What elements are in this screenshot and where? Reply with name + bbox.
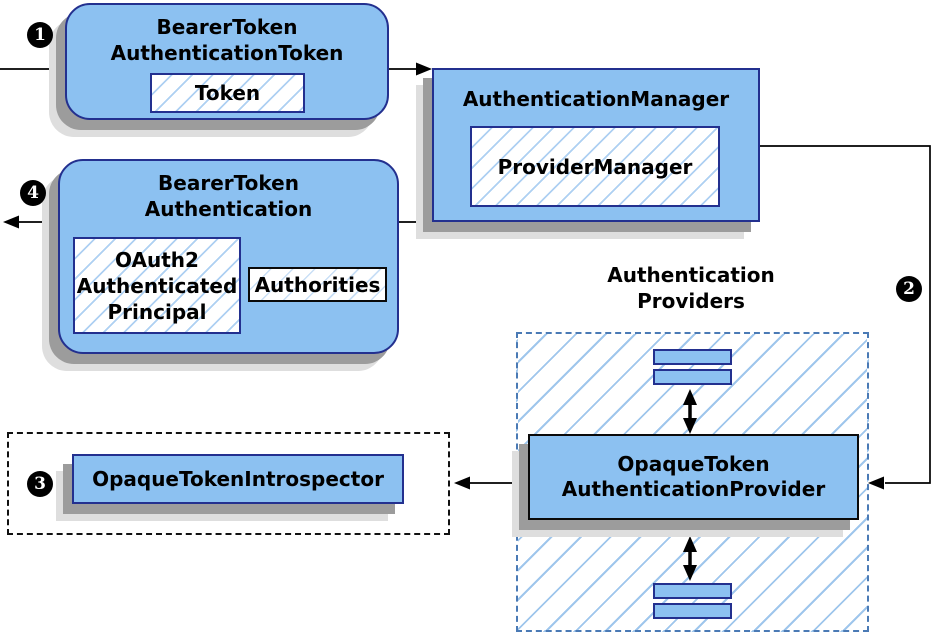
token-label: Token [194,81,261,105]
arrowhead-out-left-icon [3,215,19,229]
arrowhead-into-introspector-icon [454,476,470,490]
bearer-token-authentication-token-title: BearerToken AuthenticationToken [67,14,387,66]
title-line: AuthenticationManager [462,87,730,111]
principal-line: Principal [107,299,207,324]
provider-slot-bar [653,369,732,385]
connector-lines [0,68,931,566]
provider-line: AuthenticationProvider [561,477,826,501]
authentication-manager-title: AuthenticationManager [434,86,758,112]
token-chip: Token [150,73,305,113]
title-line: AuthenticationToken [110,41,344,65]
double-arrow-top-up-icon [683,389,697,405]
step-3-badge: 3 [27,471,53,497]
principal-line: Authenticated [76,273,238,298]
provider-manager-chip: ProviderManager [470,126,720,207]
manager-to-provider-line [759,145,931,484]
authentication-providers-heading: Authentication Providers [591,262,791,314]
title-line: Authentication [144,197,313,221]
provider-slot-bar [653,603,732,619]
opaque-token-authentication-provider-node: OpaqueToken AuthenticationProvider [528,434,859,520]
arrowhead-into-provider-icon [868,476,884,490]
double-arrow-bottom-down-icon [683,565,697,581]
heading-line: Providers [637,289,745,313]
double-arrow-bottom-up-icon [683,536,697,552]
opaque-token-introspector-node: OpaqueTokenIntrospector [72,454,404,504]
authorities-label: Authorities [254,272,381,297]
provider-manager-label: ProviderManager [497,154,693,179]
provider-slot-bar [653,583,732,599]
bearer-token-authentication-title: BearerToken Authentication [60,170,397,222]
oauth2-authenticated-principal-chip: OAuth2 Authenticated Principal [73,237,241,334]
heading-line: Authentication [607,263,775,287]
title-line: BearerToken [156,15,298,39]
authorities-chip: Authorities [248,267,387,302]
provider-slot-bar [653,349,732,365]
step-1-badge: 1 [27,22,53,48]
step-4-badge: 4 [20,180,46,206]
introspector-label: OpaqueTokenIntrospector [92,466,384,491]
arrowhead-into-manager-icon [416,62,432,76]
step-2-badge: 2 [896,276,922,302]
title-line: BearerToken [158,171,299,195]
arrowheads [3,62,884,581]
provider-line: OpaqueToken [617,452,770,476]
principal-line: OAuth2 [115,247,199,272]
double-arrow-top-down-icon [683,418,697,434]
